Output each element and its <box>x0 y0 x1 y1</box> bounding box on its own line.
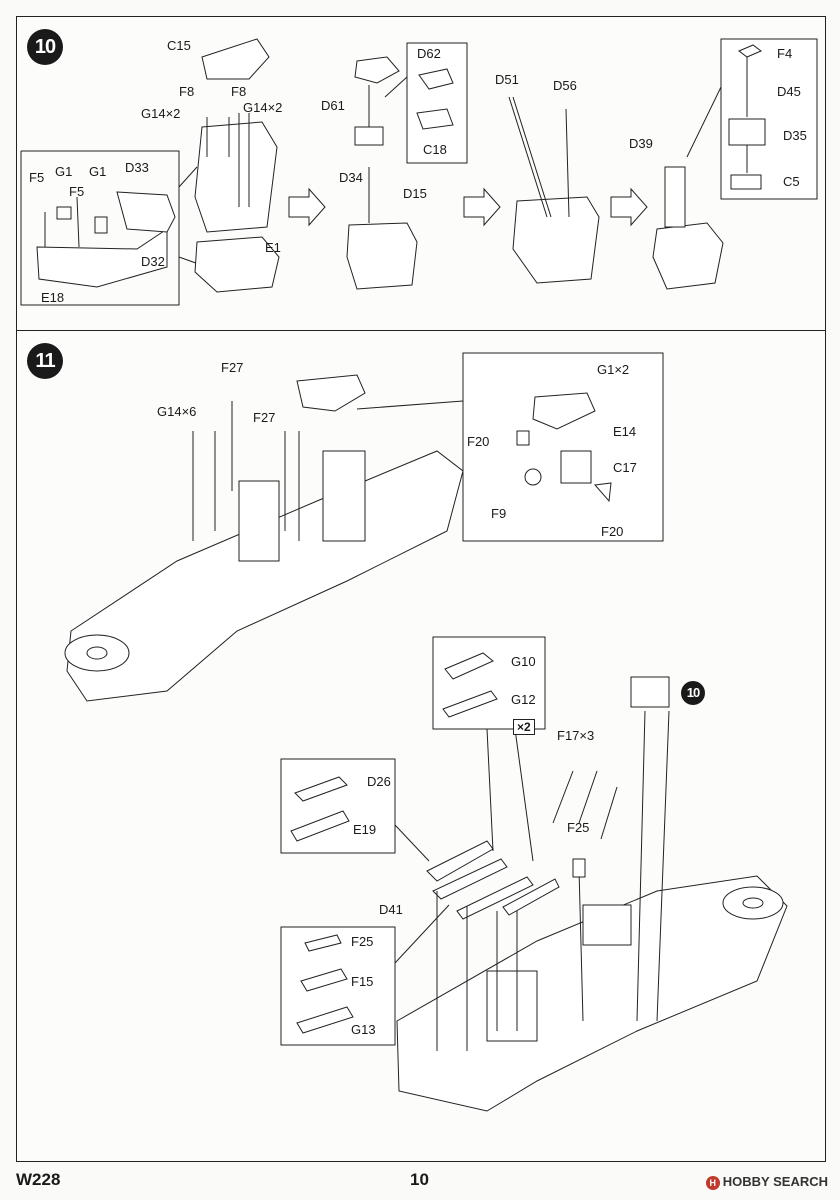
page-number: 10 <box>410 1170 429 1189</box>
step-11-drawing <box>64 352 788 1112</box>
label-d39: D39 <box>629 136 653 151</box>
label-f5-a: F5 <box>29 170 45 185</box>
hobby-search-logo-icon: H <box>705 1176 720 1190</box>
label-f8-a: F8 <box>179 84 195 99</box>
label-d51: D51 <box>495 72 519 87</box>
label-g1-b: G1 <box>89 164 107 179</box>
label-g12: G12 <box>511 692 536 707</box>
label-c15: C15 <box>167 38 191 53</box>
label-f20-b: F20 <box>601 524 624 539</box>
label-c5: C5 <box>783 174 800 189</box>
label-e14: E14 <box>613 424 637 439</box>
label-d35: D35 <box>783 128 807 143</box>
step-11-number: 11 <box>27 343 63 379</box>
label-g10: G10 <box>511 654 536 669</box>
product-code: W228 <box>16 1170 61 1189</box>
label-d56: D56 <box>553 78 577 93</box>
label-d61: D61 <box>321 98 345 113</box>
label-f20-a: F20 <box>467 434 490 449</box>
step-10-drawing <box>20 38 818 306</box>
label-e1: E1 <box>265 240 281 255</box>
label-f25-a: F25 <box>351 934 374 949</box>
label-d45: D45 <box>777 84 801 99</box>
reference-step-10: 10 <box>681 681 705 705</box>
label-f9: F9 <box>491 506 507 521</box>
step-11-panel: 11 <box>16 330 826 1162</box>
label-g14x2-b: G14×2 <box>243 100 283 115</box>
label-c18: C18 <box>423 142 447 157</box>
label-g1-a: G1 <box>55 164 73 179</box>
label-c17: C17 <box>613 460 637 475</box>
label-g1x2: G1×2 <box>597 362 630 377</box>
label-g13: G13 <box>351 1022 376 1037</box>
step-10-panel: 10 <box>16 16 826 332</box>
label-f27-a: F27 <box>221 360 244 375</box>
label-d32: D32 <box>141 254 165 269</box>
label-f27-b: F27 <box>253 410 276 425</box>
label-g14x2-a: G14×2 <box>141 106 181 121</box>
label-d33: D33 <box>125 160 149 175</box>
label-f5-b: F5 <box>69 184 85 199</box>
label-f25-b: F25 <box>567 820 590 835</box>
label-g14x6: G14×6 <box>157 404 197 419</box>
label-f4: F4 <box>777 46 793 61</box>
label-d34: D34 <box>339 170 363 185</box>
label-d62: D62 <box>417 46 441 61</box>
quantity-badge: ×2 <box>513 719 535 735</box>
label-f8-b: F8 <box>231 84 247 99</box>
watermark-text: HOBBY SEARCH <box>722 1174 828 1190</box>
label-d15: D15 <box>403 186 427 201</box>
label-e19: E19 <box>353 822 377 837</box>
label-d41: D41 <box>379 902 403 917</box>
label-d26: D26 <box>367 774 391 789</box>
label-f17x3: F17×3 <box>557 728 595 743</box>
step-10-number: 10 <box>27 29 63 65</box>
label-f15: F15 <box>351 974 374 989</box>
label-e18: E18 <box>41 290 65 305</box>
